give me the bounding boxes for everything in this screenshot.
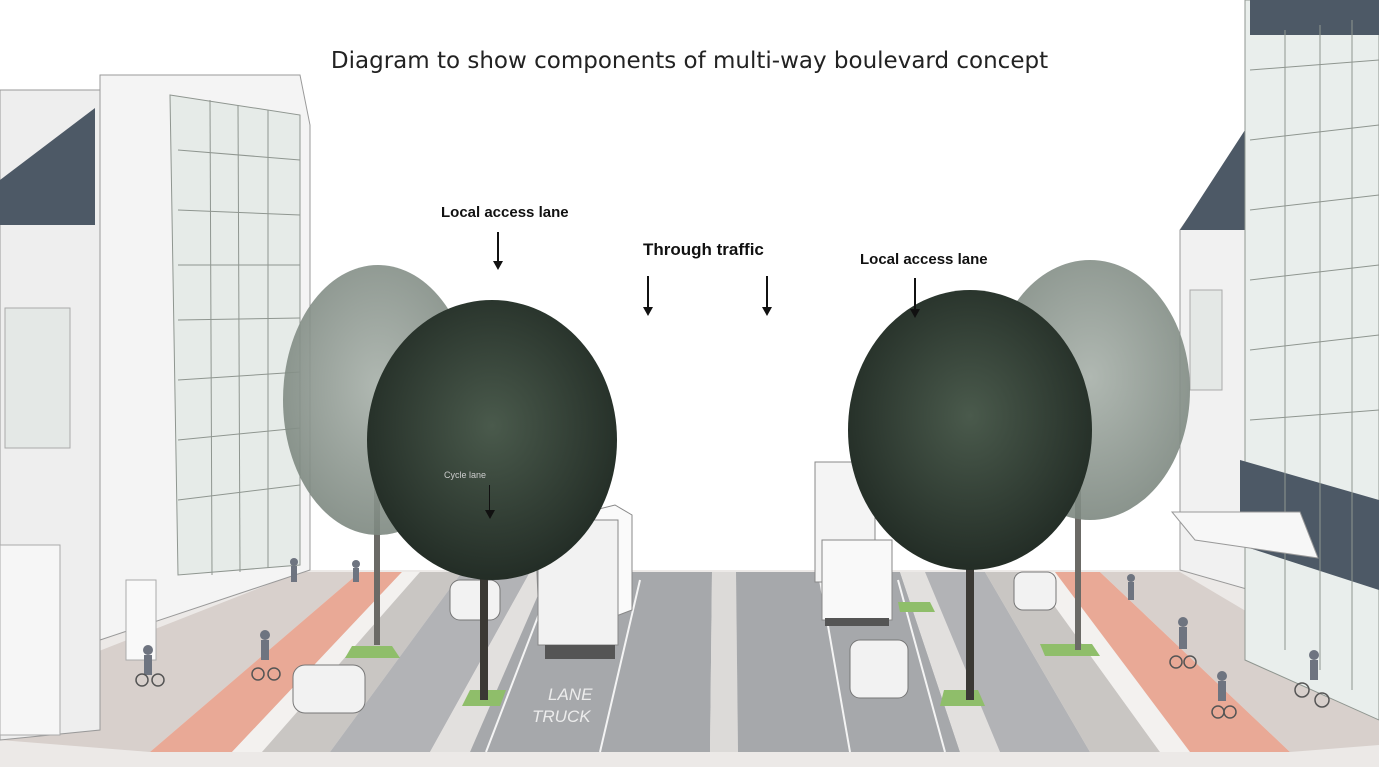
right-building-far (1179, 128, 1251, 591)
front-tree-left (367, 300, 617, 700)
road-marking-truck: TRUCK (532, 707, 591, 726)
left-building-far (0, 89, 101, 741)
arrow-through-traffic-left (643, 276, 653, 316)
left-building-near (99, 74, 311, 661)
road-marking-lane: LANE (548, 685, 593, 704)
label-through-traffic: Through traffic (643, 240, 764, 259)
arrow-through-traffic-right (762, 276, 772, 316)
label-local-access-right: Local access lane (860, 251, 988, 268)
people (143, 558, 1319, 701)
right-sidewalk (1100, 572, 1379, 752)
right-building-near (1170, 0, 1379, 721)
arrow-local-access-left (493, 232, 503, 270)
diagram-title: Diagram to show components of multi-way … (330, 48, 1049, 74)
label-local-access-left: Local access lane (441, 204, 569, 221)
arrow-cycle-lane (485, 485, 495, 519)
central-median (710, 572, 738, 752)
right-cycle-lane (1055, 572, 1290, 752)
right-through-lanes (736, 572, 960, 752)
left-median (430, 572, 548, 752)
right-median (900, 572, 1000, 752)
front-tree-right (848, 290, 1092, 700)
left-cycle-lane (150, 572, 402, 752)
awning (1170, 511, 1319, 559)
right-parking (985, 572, 1160, 752)
left-buffer (232, 572, 420, 752)
right-buffer (1030, 572, 1190, 752)
arrow-local-access-right (910, 278, 920, 318)
bicycles (135, 655, 1330, 719)
left-through-lanes (470, 572, 712, 752)
label-cycle-lane: Cycle lane (444, 470, 487, 480)
